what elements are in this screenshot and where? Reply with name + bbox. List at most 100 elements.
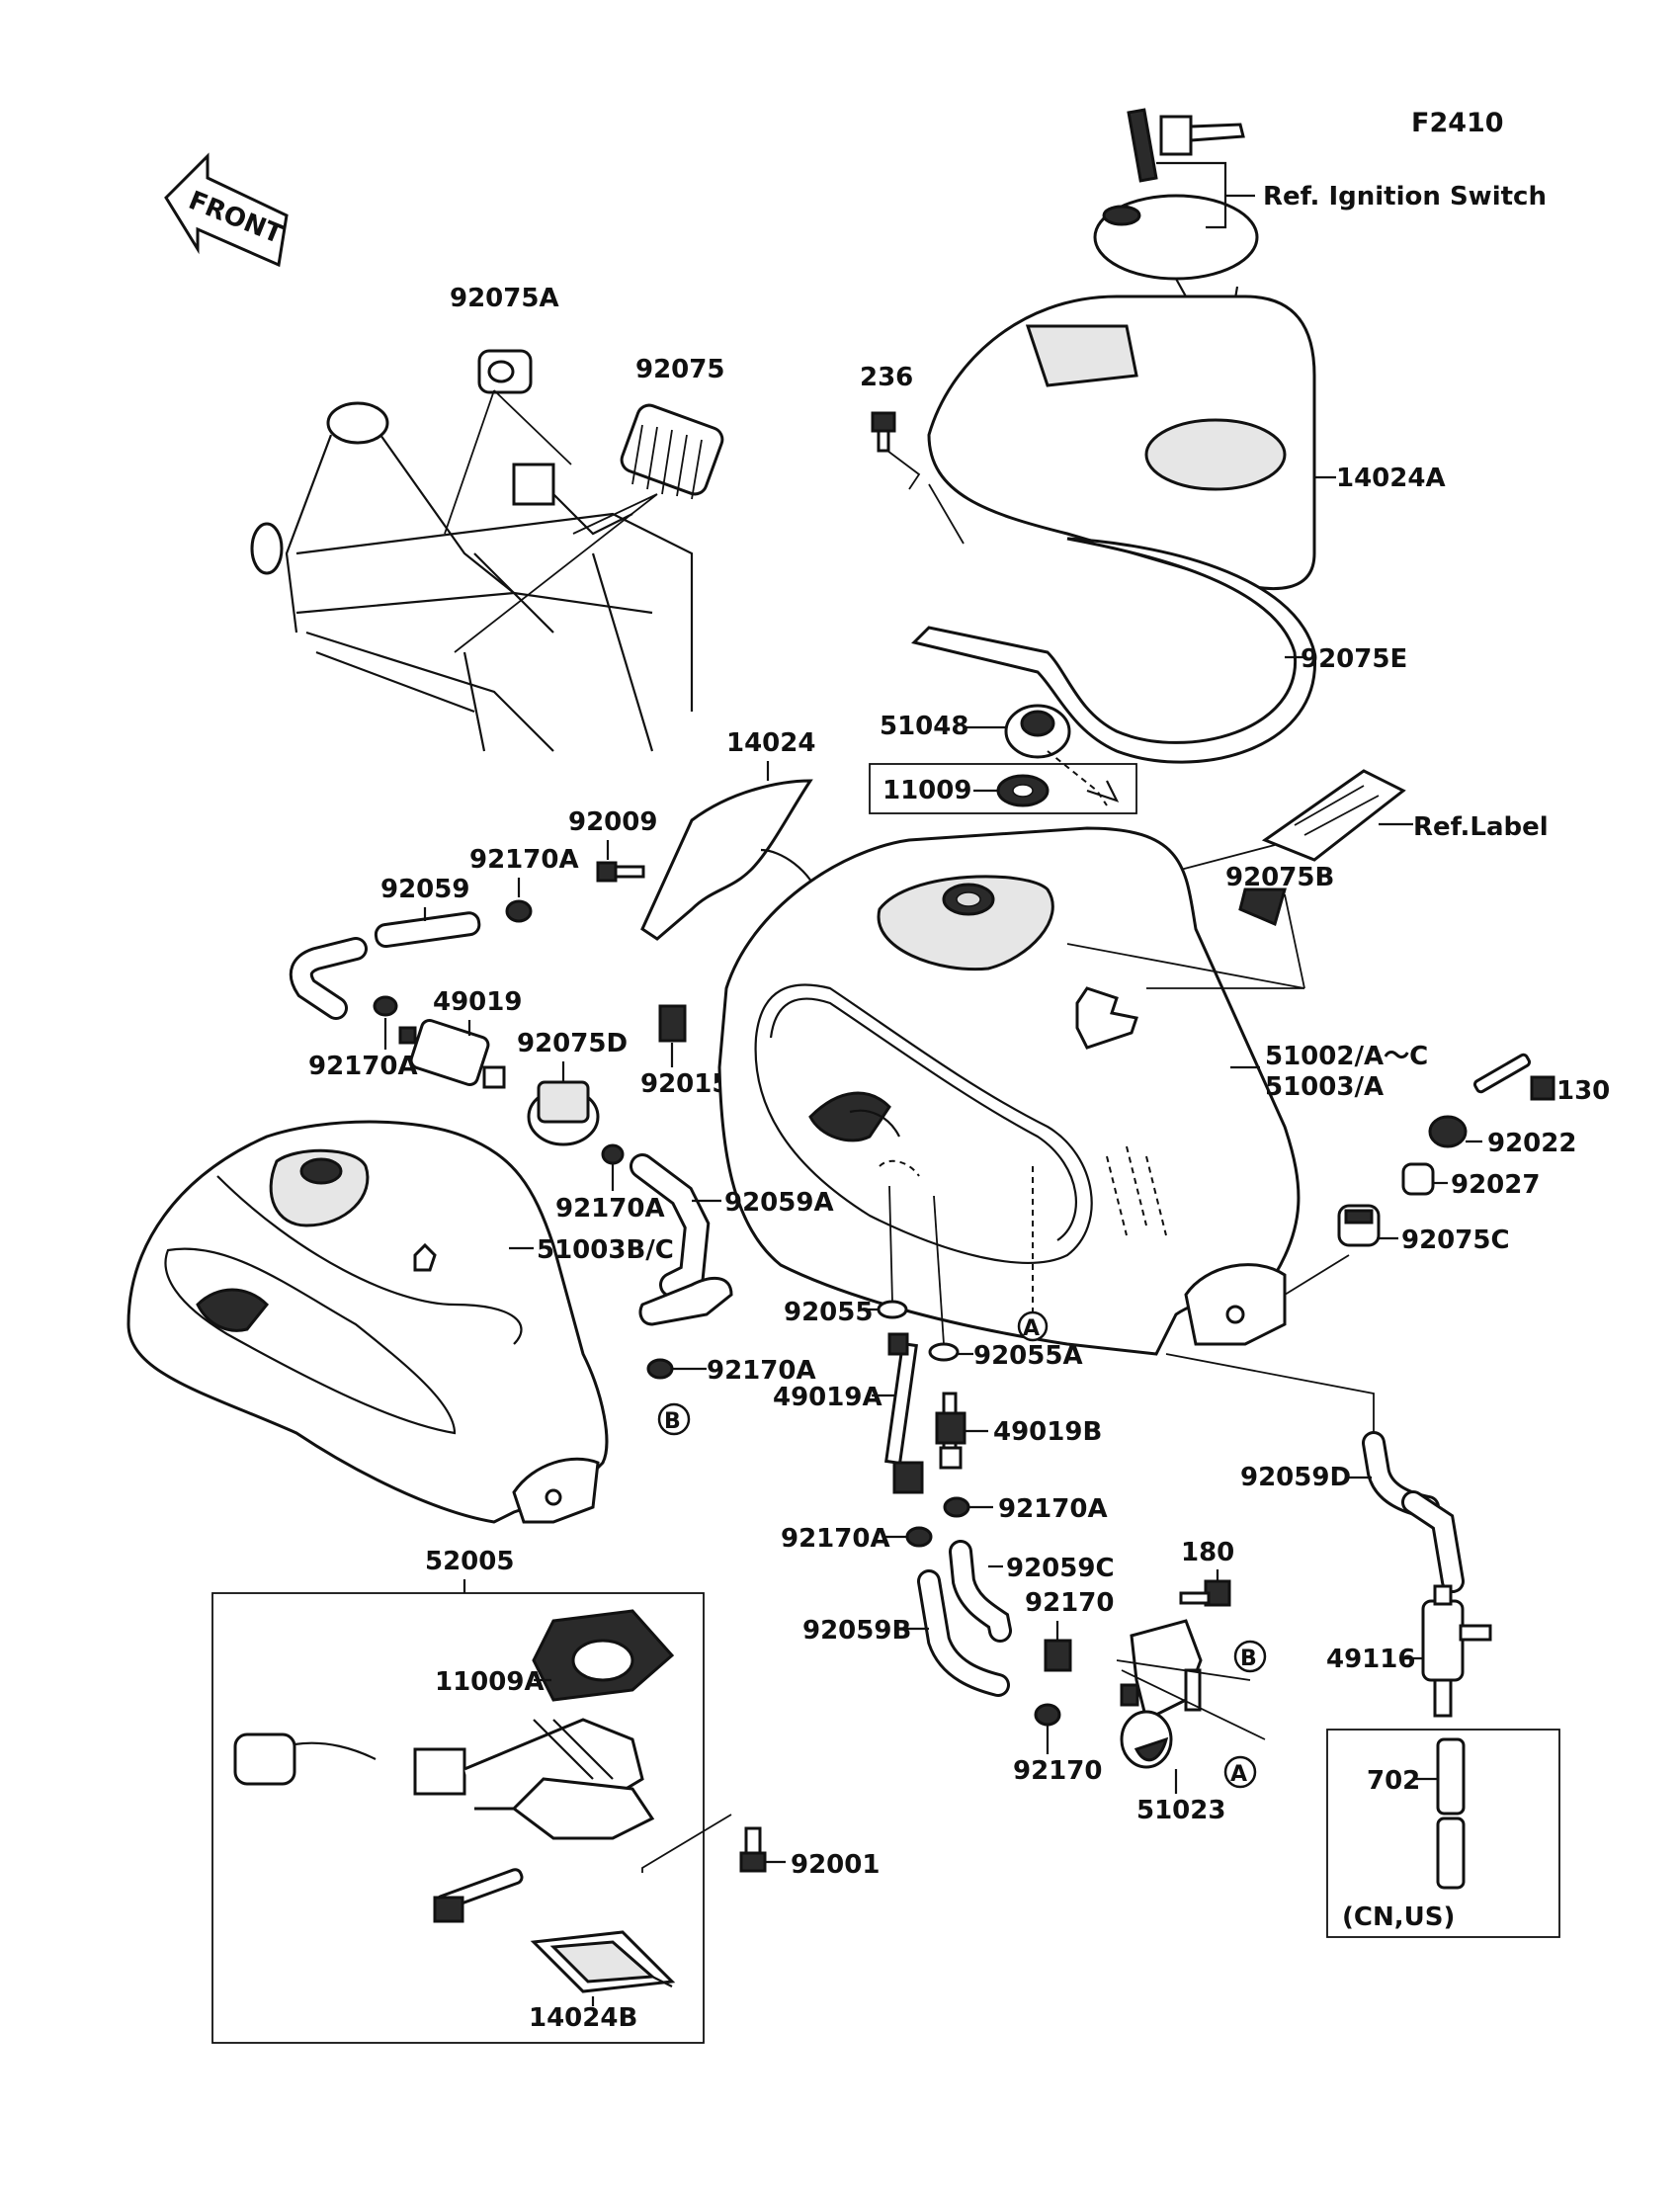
tank-cover-14024A-icon — [927, 295, 1316, 591]
label-92075A: 92075A — [450, 284, 559, 313]
clamp-92170A-5-icon — [943, 1496, 970, 1518]
label-92170A-3: 92170A — [555, 1194, 665, 1224]
screw-236-icon — [871, 411, 896, 453]
ref-ignition-switch: Ref. Ignition Switch — [1263, 182, 1547, 211]
clip-92015-icon — [658, 1004, 687, 1043]
label-51003BC: 51003B/C — [537, 1235, 674, 1265]
label-92170A-4: 92170A — [707, 1356, 816, 1386]
label-92075C: 92075C — [1401, 1225, 1510, 1255]
label-92170-2: 92170 — [1013, 1756, 1102, 1786]
label-92015: 92015 — [640, 1069, 729, 1099]
label-92059A: 92059A — [724, 1188, 834, 1218]
oring-92055-icon — [877, 1300, 908, 1319]
ref-label: Ref.Label — [1413, 812, 1549, 842]
label-plate-icon — [1261, 769, 1406, 862]
label-92001: 92001 — [791, 1850, 880, 1880]
bolt-130-icon — [1472, 1053, 1555, 1101]
screw-92009-icon — [596, 861, 645, 883]
bushing-92075A-icon — [477, 349, 533, 394]
hose-92059B-icon — [920, 1572, 1007, 1694]
washer-92022-icon — [1428, 1115, 1468, 1148]
label-92170-1: 92170 — [1025, 1588, 1114, 1618]
label-92059D: 92059D — [1240, 1463, 1351, 1492]
label-92170A-2: 92170A — [308, 1052, 418, 1081]
oring-92055A-icon — [928, 1342, 960, 1362]
label-92059B: 92059B — [802, 1616, 911, 1646]
fuel-cock-51023-icon — [1120, 1619, 1203, 1769]
fuel-pipe-49019A-icon — [884, 1332, 924, 1494]
label-92059C: 92059C — [1006, 1554, 1115, 1583]
label-92170A-6: 92170A — [781, 1524, 890, 1554]
clamp-92170A-2-icon — [373, 995, 398, 1017]
label-92022: 92022 — [1487, 1129, 1576, 1158]
gasket-11009-icon — [996, 774, 1050, 807]
label-49116: 49116 — [1326, 1645, 1415, 1674]
ref-b-1-icon: B — [657, 1402, 691, 1436]
front-arrow-icon: FRONT — [164, 152, 289, 268]
label-49019A: 49019A — [773, 1383, 882, 1412]
label-92170A-1: 92170A — [469, 845, 579, 875]
label-236: 236 — [860, 363, 913, 392]
label-92075: 92075 — [635, 355, 724, 384]
label-92059: 92059 — [380, 875, 469, 904]
cn-us-note: (CN,US) — [1342, 1902, 1455, 1932]
svg-text:A: A — [1023, 1316, 1040, 1341]
figure-code: F2410 — [1411, 108, 1504, 138]
label-14024B: 14024B — [529, 2003, 637, 2033]
valve-49116-icon — [1421, 1584, 1492, 1718]
clamp-92170A-1-icon — [505, 899, 533, 923]
float-rod-icon — [433, 1868, 524, 1923]
seal-92075E-icon — [911, 537, 1316, 764]
ref-a-1-icon: A — [1017, 1310, 1049, 1342]
clamp-92170A-3-icon — [601, 1143, 625, 1165]
frame-icon — [250, 401, 694, 752]
damper-92075-icon — [620, 403, 724, 500]
label-14024A: 14024A — [1336, 464, 1446, 493]
clamp-92170A-6-icon — [905, 1526, 933, 1548]
fuel-pipe-49019B-icon — [935, 1392, 966, 1470]
bolt-92001-icon — [739, 1826, 767, 1873]
label-92075E: 92075E — [1301, 644, 1407, 674]
clamp-92170A-4-icon — [646, 1358, 674, 1380]
fuel-tank-51003BC-icon — [126, 1120, 609, 1524]
label-52005: 52005 — [425, 1547, 514, 1576]
box-52005 — [211, 1592, 705, 2044]
hose-92059C-icon — [952, 1543, 1009, 1640]
pipe-702-icon — [1436, 1737, 1466, 1890]
label-92170A-5: 92170A — [998, 1494, 1108, 1524]
svg-text:B: B — [664, 1409, 681, 1434]
label-92027: 92027 — [1451, 1170, 1540, 1200]
label-49019B: 49019B — [993, 1417, 1102, 1447]
label-51048: 51048 — [880, 712, 968, 741]
fuel-cap-51048-icon — [1004, 704, 1120, 806]
label-92055A: 92055A — [973, 1341, 1083, 1371]
collar-92027-icon — [1401, 1162, 1435, 1196]
label-51002: 51002/A～C — [1265, 1042, 1428, 1071]
hose-92059A-icon — [632, 1156, 708, 1295]
ref-a-2-icon: A — [1223, 1755, 1257, 1789]
ignition-key-icon — [1093, 108, 1259, 300]
label-92009: 92009 — [568, 807, 657, 837]
sender-unit-icon — [233, 1718, 655, 1840]
label-180: 180 — [1181, 1538, 1234, 1567]
label-11009A: 11009A — [435, 1667, 545, 1697]
hose-92059-icon — [374, 911, 481, 949]
gasket-11009A-icon — [532, 1609, 675, 1702]
clamp-92170-2-icon — [1034, 1703, 1061, 1727]
bush-92075D-icon — [527, 1080, 600, 1146]
label-51023: 51023 — [1136, 1796, 1225, 1825]
fuel-tank-51002-icon — [717, 826, 1301, 1356]
bolt-180-icon — [1179, 1579, 1231, 1607]
label-14024: 14024 — [726, 728, 815, 758]
strainer-14024B-icon — [530, 1930, 676, 1993]
label-130: 130 — [1556, 1076, 1610, 1106]
clamp-92170-1-icon — [1044, 1639, 1072, 1672]
cn-us-box — [1326, 1729, 1560, 1938]
label-51003A: 51003/A — [1265, 1072, 1384, 1102]
label-49019: 49019 — [433, 987, 522, 1017]
label-92075B: 92075B — [1225, 863, 1334, 892]
label-92055: 92055 — [784, 1298, 873, 1327]
gasket-box — [869, 763, 1137, 814]
